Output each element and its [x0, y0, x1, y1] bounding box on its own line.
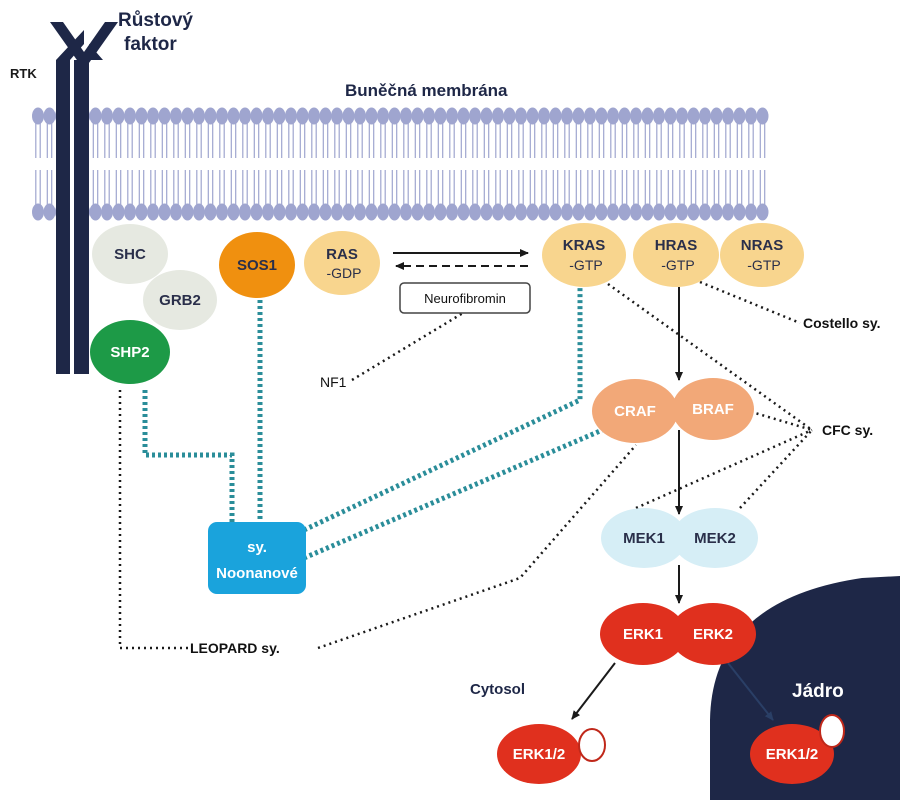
- mek2-label: MEK2: [694, 530, 736, 547]
- syndrome-connections: [118, 280, 813, 650]
- shc-label: SHC: [114, 246, 146, 263]
- hras-label: HRAS: [655, 237, 698, 254]
- erk12-nucleus-label: ERK1/2: [766, 746, 819, 763]
- rtk-label: RTK: [10, 66, 37, 81]
- erk12-cytosol-node: ERK1/2: [497, 724, 606, 784]
- hras-gtp-node: HRAS -GTP: [633, 223, 719, 287]
- nras-gtp-node: NRAS -GTP: [720, 223, 804, 287]
- nras-label: NRAS: [741, 237, 784, 254]
- kras-label: KRAS: [563, 237, 606, 254]
- kras-gtp-label: -GTP: [569, 257, 602, 273]
- cytosol-label: Cytosol: [470, 681, 525, 698]
- growth-factor-label-2: faktor: [124, 34, 177, 55]
- cfc-label: CFC sy.: [822, 422, 873, 438]
- braf-label: BRAF: [692, 401, 734, 418]
- rtk-receptor: [50, 22, 118, 374]
- shc-node: SHC: [92, 224, 168, 284]
- noonan-label-line2: Noonanové: [216, 565, 298, 582]
- cell-membrane: [32, 107, 769, 221]
- mek2-node: MEK2: [672, 508, 758, 568]
- ras-gdp-node: RAS -GDP: [304, 231, 380, 295]
- membrane-label: Buněčná membrána: [345, 81, 508, 100]
- nf1-label: NF1: [320, 374, 347, 390]
- erk1-node: ERK1: [600, 603, 686, 665]
- craf-label: CRAF: [614, 403, 656, 420]
- growth-factor-label: Růstový: [118, 10, 193, 31]
- erk12-cytosol-label: ERK1/2: [513, 746, 566, 763]
- erk12-nucleus-node: ERK1/2: [750, 714, 845, 784]
- mek1-label: MEK1: [623, 530, 665, 547]
- sos1-label: SOS1: [237, 257, 277, 274]
- neurofibromin-label: Neurofibromin: [424, 291, 506, 306]
- noonan-connections: [142, 285, 615, 561]
- grb2-node: GRB2: [143, 270, 217, 330]
- ras-label: RAS: [326, 246, 358, 263]
- leopard-label: LEOPARD sy.: [190, 640, 280, 656]
- signal-arrows: [393, 249, 774, 721]
- nucleus-label: Jádro: [792, 681, 844, 702]
- grb2-label: GRB2: [159, 292, 201, 309]
- erk2-node: ERK2: [670, 603, 756, 665]
- hras-gtp-label: -GTP: [661, 257, 694, 273]
- erk2-label: ERK2: [693, 626, 733, 643]
- ras-gdp-label: -GDP: [327, 265, 362, 281]
- erk1-label: ERK1: [623, 626, 663, 643]
- braf-node: BRAF: [672, 378, 754, 440]
- shp2-label: SHP2: [110, 344, 149, 361]
- noonan-syndrome-box: sy. Noonanové: [208, 522, 306, 594]
- craf-node: CRAF: [592, 379, 678, 443]
- shp2-node: SHP2: [90, 320, 170, 384]
- noonan-label-line1: sy.: [247, 539, 267, 556]
- nras-gtp-label: -GTP: [747, 257, 780, 273]
- neurofibromin-box: Neurofibromin: [399, 282, 531, 314]
- costello-label: Costello sy.: [803, 315, 881, 331]
- kras-gtp-node: KRAS -GTP: [542, 223, 626, 287]
- mek1-node: MEK1: [601, 508, 687, 568]
- sos1-node: SOS1: [219, 232, 295, 298]
